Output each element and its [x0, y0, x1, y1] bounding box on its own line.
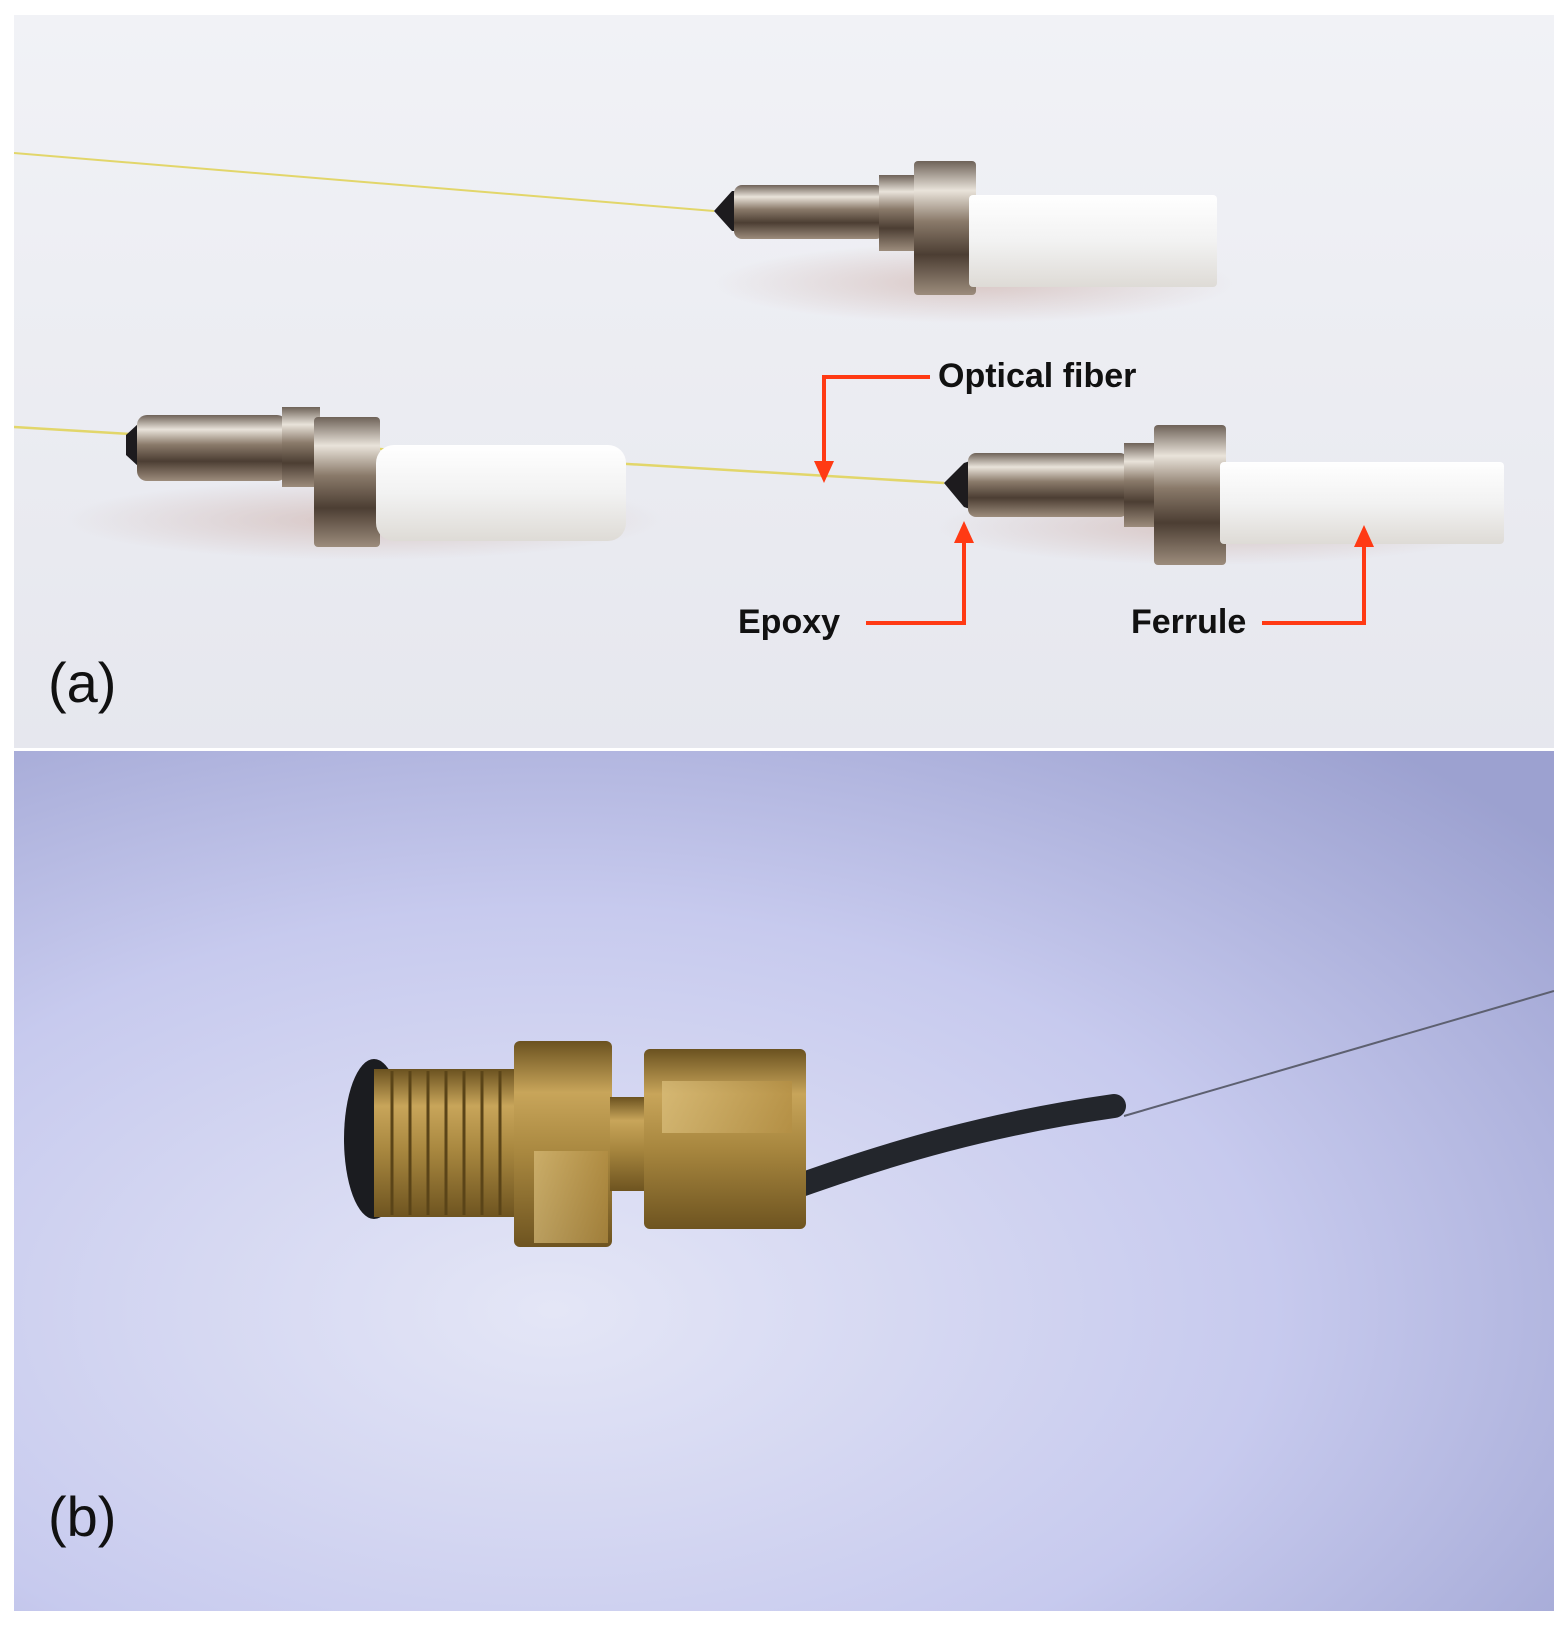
epoxy-arrowhead: [954, 521, 974, 543]
ferrule-label: Ferrule: [1131, 603, 1247, 641]
ferrule-arrowhead: [1354, 525, 1374, 547]
optical-fiber-label: Optical fiber: [938, 357, 1137, 395]
panel-a-photo: Optical fiber Epoxy Ferrule (a): [14, 15, 1554, 748]
panel-label-a: (a): [48, 651, 117, 714]
panel-b-photo: (b): [14, 751, 1554, 1611]
optical-fiber-arrowhead: [814, 461, 834, 483]
epoxy-label: Epoxy: [738, 603, 841, 641]
callout-arrows: [814, 375, 1374, 625]
ferrule-arrow: [1262, 533, 1366, 625]
optical-fiber-arrow: [822, 375, 930, 475]
panel-label-b: (b): [48, 1485, 117, 1548]
panel-b-photo-art: [14, 751, 1554, 1611]
epoxy-arrow: [866, 529, 966, 625]
panel-a-photo-art: [14, 15, 1554, 748]
